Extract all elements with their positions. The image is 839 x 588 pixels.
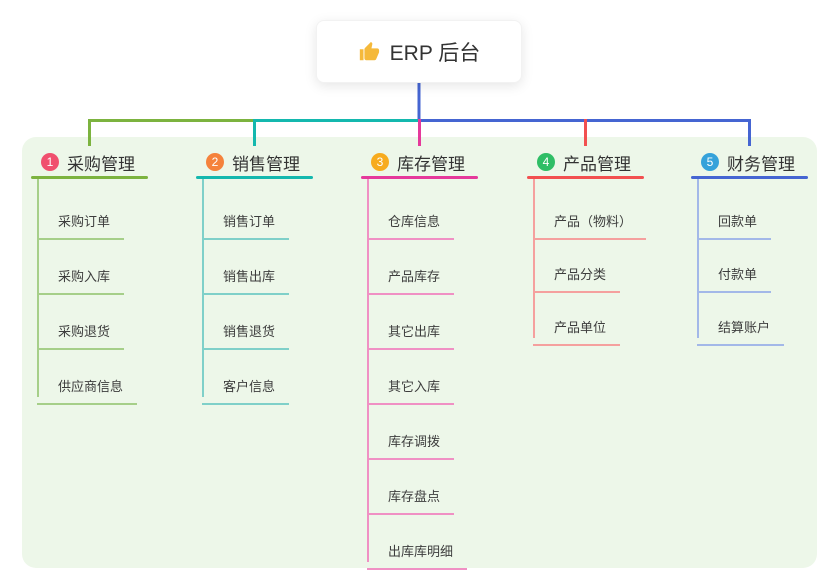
sub-item-label: 库存盘点 [388,489,441,504]
sub-items-connector [533,179,535,338]
sub-item-label: 其它入库 [388,379,441,394]
branch-underline [527,176,644,179]
sub-item[interactable]: 客户信息 [202,367,290,405]
sub-item[interactable]: 产品分类 [533,255,621,293]
sub-item[interactable]: 供应商信息 [37,367,138,405]
root-drop-line [417,83,421,122]
sub-item-label: 产品（物料） [554,214,633,229]
sub-item-label: 产品单位 [554,320,607,335]
sub-item-label: 回款单 [718,214,758,229]
sub-items-connector [202,179,204,397]
sub-item-label: 采购入库 [58,269,111,284]
branch-title[interactable]: 2 销售管理 [206,150,300,174]
sub-item[interactable]: 产品（物料） [533,202,647,240]
sub-item-label: 销售出库 [223,269,276,284]
sub-item[interactable]: 其它入库 [367,367,455,405]
sub-item[interactable]: 采购入库 [37,257,125,295]
sub-item-label: 结算账户 [718,320,771,335]
sub-item[interactable]: 库存调拨 [367,422,455,460]
sub-item[interactable]: 销售退货 [202,312,290,350]
branch-underline [31,176,148,179]
branch-label: 采购管理 [67,154,135,174]
sub-items-connector [697,179,699,338]
sub-item-label: 库存调拨 [388,434,441,449]
branches-panel [22,137,817,568]
branch-label: 财务管理 [727,154,795,174]
sub-item-label: 销售订单 [223,214,276,229]
sub-items-connector [367,179,369,562]
branch-number-badge: 1 [41,153,59,171]
sub-item-label: 销售退货 [223,324,276,339]
sub-item-label: 采购退货 [58,324,111,339]
sub-item[interactable]: 产品库存 [367,257,455,295]
sub-item[interactable]: 其它出库 [367,312,455,350]
sub-item-label: 产品分类 [554,267,607,282]
branch-number-badge: 2 [206,153,224,171]
branch-label: 产品管理 [563,154,631,174]
branch-number-badge: 4 [537,153,555,171]
sub-item[interactable]: 产品单位 [533,308,621,346]
branch-underline [691,176,808,179]
sub-item-label: 出库库明细 [388,544,454,559]
bus-segment-teal [254,119,419,122]
branch-title[interactable]: 1 采购管理 [41,150,135,174]
sub-item[interactable]: 采购订单 [37,202,125,240]
sub-item[interactable]: 回款单 [697,202,772,240]
branch-title[interactable]: 4 产品管理 [537,150,631,174]
sub-item[interactable]: 销售订单 [202,202,290,240]
branch-title[interactable]: 3 库存管理 [371,150,465,174]
root-node[interactable]: ERP 后台 [316,20,522,83]
sub-items-connector [37,179,39,397]
sub-item[interactable]: 采购退货 [37,312,125,350]
root-title: ERP 后台 [389,41,481,65]
sub-item[interactable]: 付款单 [697,255,772,293]
bus-segment-blue [419,119,751,122]
sub-item-label: 产品库存 [388,269,441,284]
sub-item[interactable]: 结算账户 [697,308,785,346]
sub-item[interactable]: 仓库信息 [367,202,455,240]
sub-item-label: 供应商信息 [58,379,124,394]
branch-title[interactable]: 5 财务管理 [701,150,795,174]
sub-item[interactable]: 库存盘点 [367,477,455,515]
branch-label: 销售管理 [232,154,300,174]
branch-number-badge: 3 [371,153,389,171]
sub-item-label: 其它出库 [388,324,441,339]
sub-item-label: 仓库信息 [388,214,441,229]
branch-underline [196,176,313,179]
sub-item[interactable]: 出库库明细 [367,532,468,570]
bus-segment-green [88,119,255,122]
branch-underline [361,176,478,179]
sub-item-label: 付款单 [718,267,758,282]
branch-number-badge: 5 [701,153,719,171]
sub-item-label: 采购订单 [58,214,111,229]
branch-label: 库存管理 [397,154,465,174]
sub-item-label: 客户信息 [223,379,276,394]
sub-item[interactable]: 销售出库 [202,257,290,295]
thumbs-up-icon [359,41,379,60]
